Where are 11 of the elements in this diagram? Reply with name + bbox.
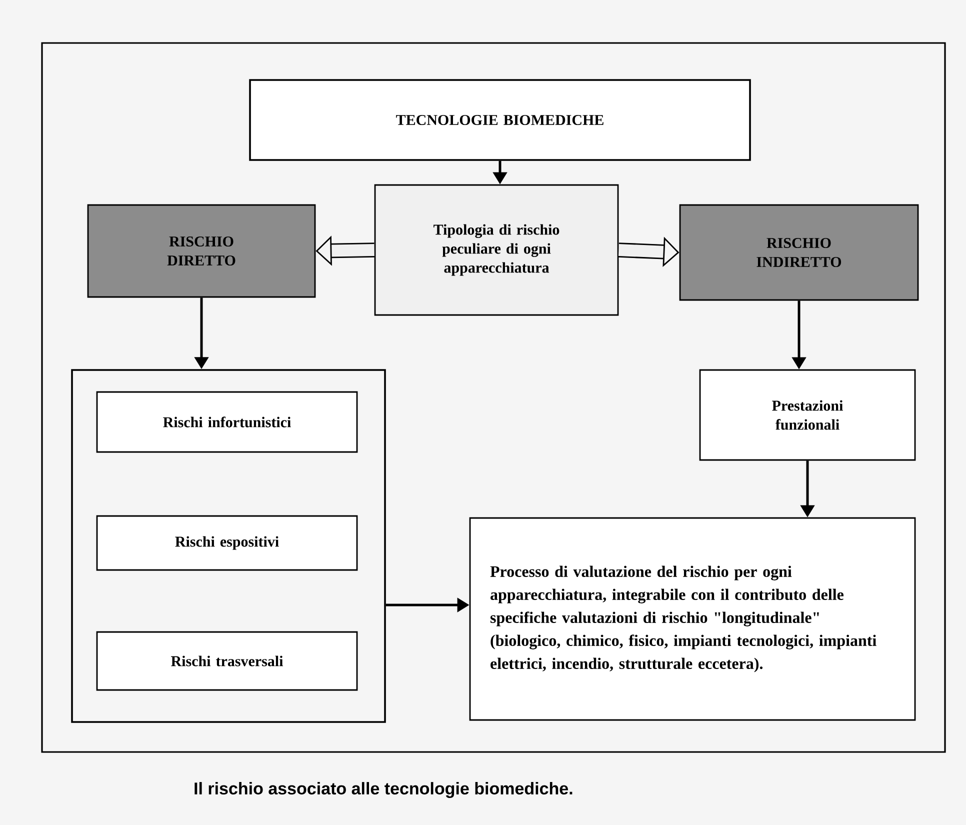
group-box xyxy=(71,369,386,723)
risk-box: RISCHIO DIRETTO xyxy=(87,204,316,298)
caption: Il rischio associato alle tecnologie biomediche. xyxy=(194,782,572,798)
process-box: Processo di valutazione del rischio per ogni apparecchiatura, integrabile con il contributo delle specifiche valutazioni di rischio "longitudinale" (biologico, chimico, fisico, impianti tecnologici, impianti elettrici, incendio, strutturale eccetera). xyxy=(469,517,916,721)
risk-box: RISCHIO INDIRETTO xyxy=(679,204,919,301)
process-box: Rischi trasversali xyxy=(96,631,358,691)
process-box: Tipologia di rischio peculiare di ogni apparecchiatura xyxy=(374,184,619,316)
process-box: Rischi espositivi xyxy=(96,515,358,571)
title-box: TECNOLOGIE BIOMEDICHE xyxy=(249,79,751,161)
process-box: Rischi infortunistici xyxy=(96,391,358,453)
process-box: Prestazioni funzionali xyxy=(699,369,916,461)
